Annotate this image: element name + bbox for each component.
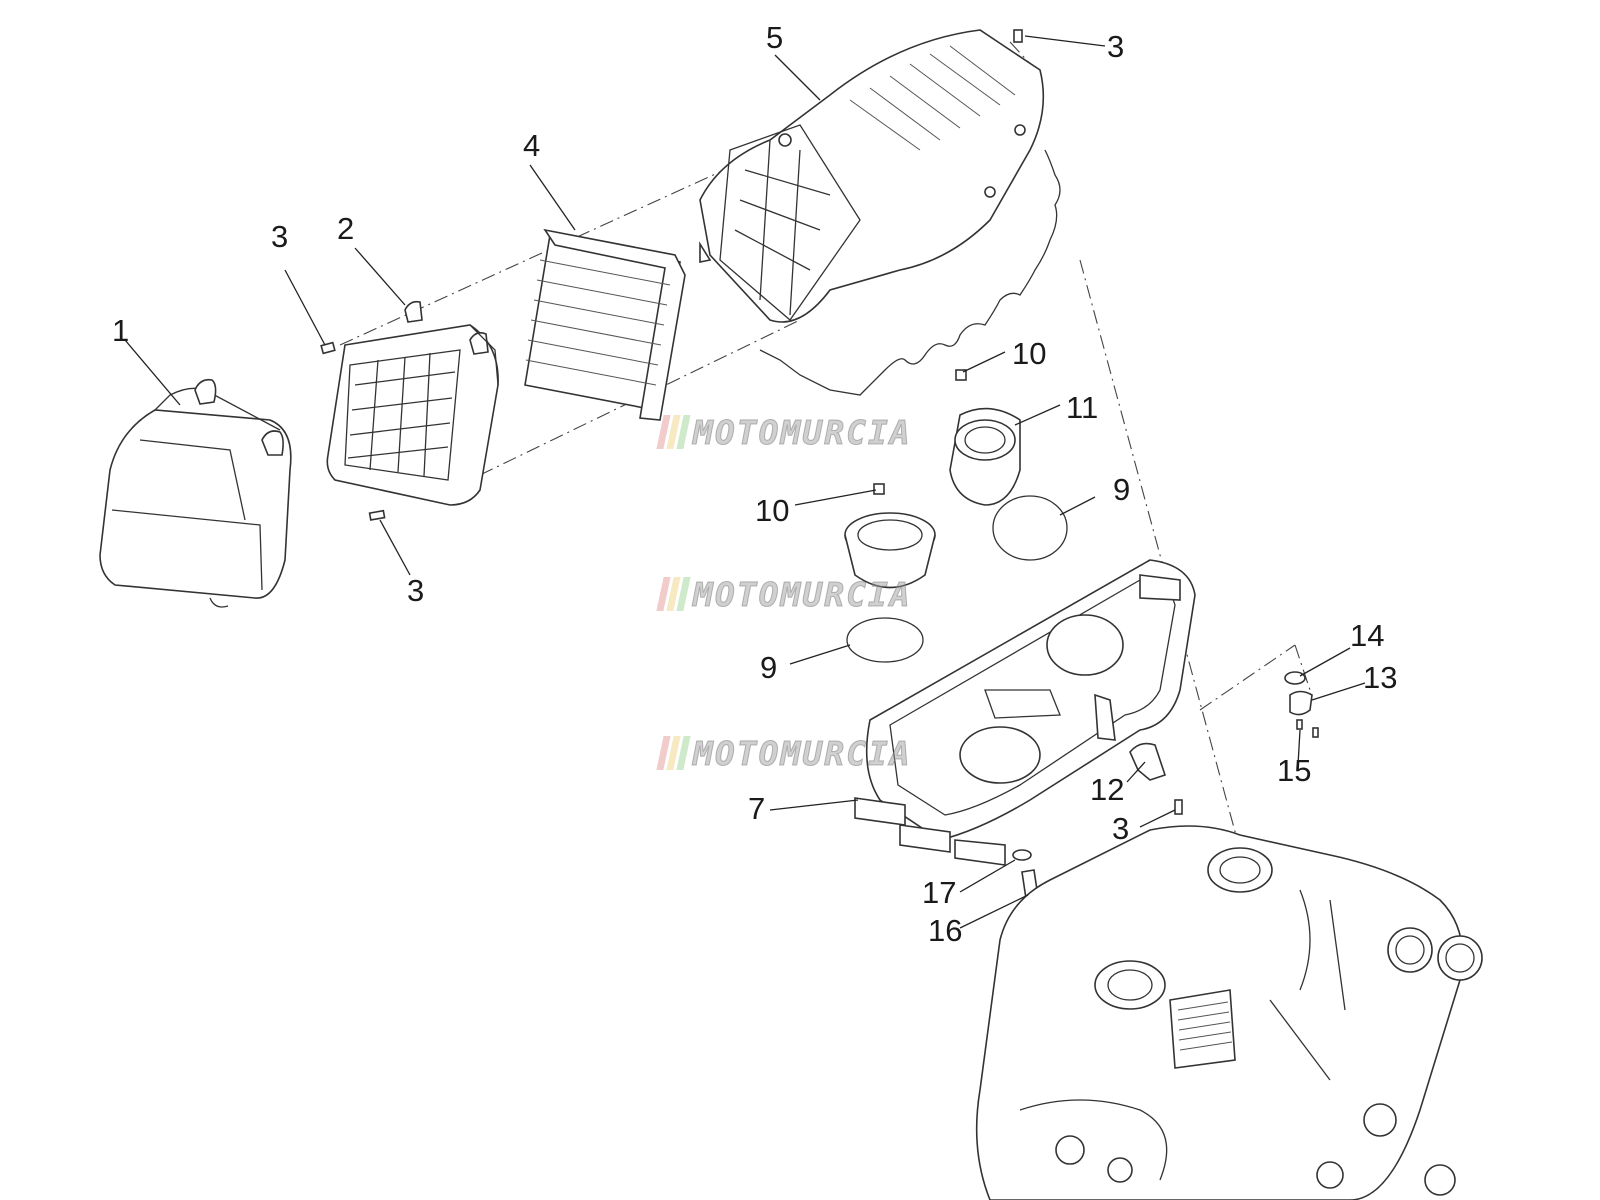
part-10b-bolt [873,483,885,495]
label-5: 5 [766,20,784,55]
label-3b: 3 [407,573,425,608]
watermark-text: MOTOMURCIA [693,574,912,614]
part-11-intake-boot [949,407,1021,506]
watermark-2: MOTOMURCIA [656,574,912,614]
label-15: 15 [1277,753,1312,788]
label-7: 7 [748,791,766,826]
part-13-valve [1289,690,1313,716]
part-4-air-filter [524,228,686,421]
watermark-text: MOTOMURCIA [693,733,912,773]
label-4: 4 [523,128,541,163]
label-10b: 10 [755,493,790,528]
engine-block [975,825,1483,1200]
label-3a: 3 [271,219,289,254]
part-12-bracket [1129,742,1167,781]
label-14: 14 [1350,618,1385,653]
part-17-clamp [1012,849,1032,861]
watermark-text: MOTOMURCIA [693,412,912,452]
watermark-3: MOTOMURCIA [656,733,912,773]
screw-3a [320,341,336,355]
watermark-1: MOTOMURCIA [656,412,912,452]
part-14-washer [1284,671,1306,685]
label-2: 2 [337,211,355,246]
part-7-lower-airbox [854,559,1196,866]
label-13: 13 [1363,660,1398,695]
part-2-filter-housing [326,300,499,506]
label-9a: 9 [1113,472,1131,507]
label-11: 11 [1066,390,1099,425]
label-3d: 3 [1112,811,1130,846]
part-10b-intake-boot [844,512,936,589]
screw-3d [1174,799,1183,815]
part-5-airbox-cover [699,29,1045,323]
leader-lines [124,35,1366,929]
gasket-line [759,149,1061,396]
part-15-screws [1296,719,1319,738]
label-17: 17 [922,875,957,910]
label-1: 1 [112,313,130,348]
label-3c: 3 [1107,29,1125,64]
part-1-cover [99,378,292,608]
label-10a: 10 [1012,336,1047,371]
screw-3c [1013,29,1023,43]
part-10a-bolt [955,369,967,381]
label-9b: 9 [760,650,778,685]
label-16: 16 [928,913,963,948]
part-9a-o-ring [992,495,1068,561]
part-9b-o-ring [846,617,924,663]
screw-3b [368,509,386,521]
label-12: 12 [1090,772,1125,807]
